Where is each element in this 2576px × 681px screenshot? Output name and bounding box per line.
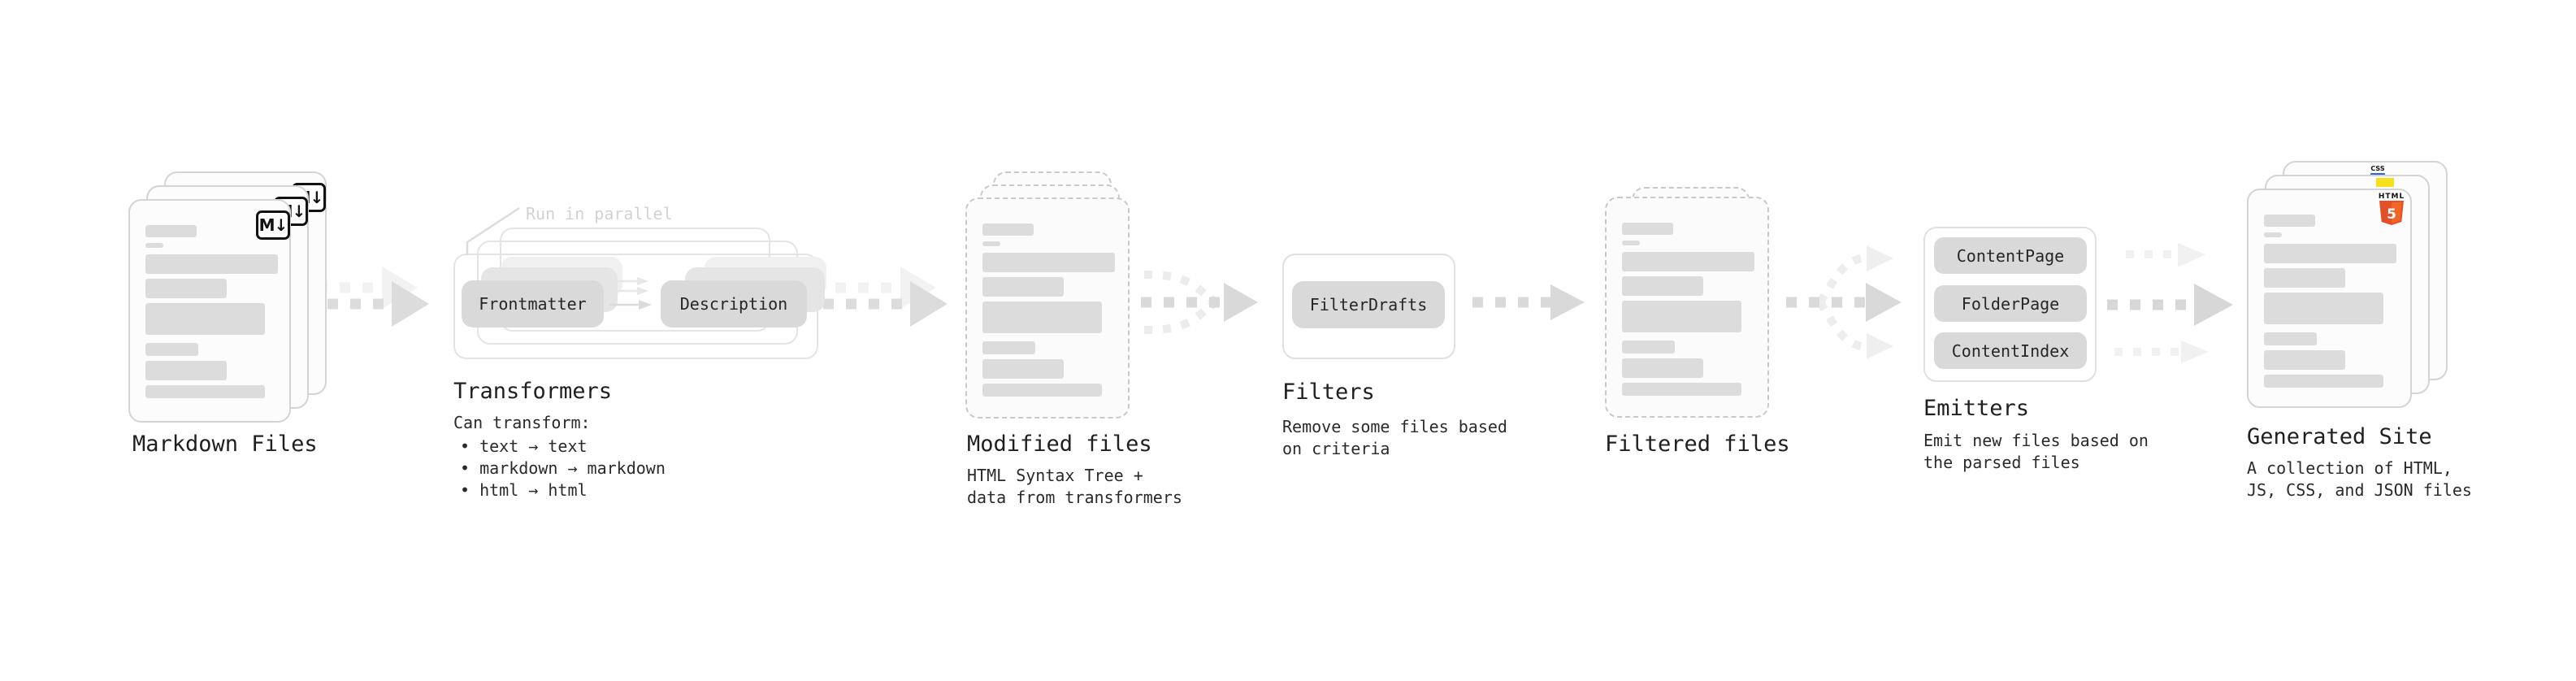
text-line [982, 384, 1102, 397]
emitters-caption: Emit new files based on the parsed files [1923, 431, 2149, 472]
transformers-caption-title: Can transform: [453, 413, 591, 432]
text-line [1622, 223, 1673, 235]
svg-text:5: 5 [2387, 206, 2396, 223]
text-line [982, 301, 1102, 333]
doc-text-lines [1607, 198, 1767, 416]
filters-caption: Remove some files based on criteria [1282, 417, 1507, 458]
javascript-icon [2376, 178, 2394, 187]
filtered-file-card-front [1605, 197, 1769, 418]
frontmatter-to-description-arrows [609, 277, 652, 310]
arrow-filters-to-filtered [1472, 284, 1585, 320]
filterdrafts-pill: FilterDrafts [1292, 281, 1445, 328]
text-line [1622, 383, 1741, 396]
markdown-icon: M↓ [256, 210, 290, 240]
transformers-bullet: • html → html [460, 480, 588, 500]
modified-file-card-front [965, 197, 1130, 419]
generated-file-card-front: HTML 5 [2247, 189, 2412, 408]
text-line [145, 361, 227, 380]
modified-files-caption: HTML Syntax Tree + data from transformer… [967, 466, 1182, 507]
transformers-bullet: • markdown → markdown [460, 458, 666, 478]
folderpage-pill: FolderPage [1934, 285, 2087, 322]
stage-label-markdown-files: Markdown Files [132, 432, 318, 457]
text-line [145, 385, 265, 398]
text-line [1622, 301, 1741, 332]
run-in-parallel-callout-line [466, 206, 520, 255]
arrows-emitters-to-generated [2107, 243, 2233, 363]
text-line [2264, 215, 2315, 227]
text-line [1622, 276, 1703, 296]
text-line [145, 254, 278, 274]
stage-label-emitters: Emitters [1923, 396, 2030, 421]
text-line [982, 277, 1064, 297]
stage-label-generated-site: Generated Site [2247, 424, 2432, 449]
text-line [2264, 350, 2345, 370]
contentpage-pill: ContentPage [1934, 237, 2087, 274]
text-line [2264, 332, 2317, 345]
text-line [982, 241, 1000, 246]
doc-text-lines [130, 201, 289, 421]
text-line [145, 243, 163, 248]
frontmatter-pill: Frontmatter [462, 280, 604, 327]
text-line [982, 223, 1034, 236]
text-line [982, 359, 1064, 379]
contentindex-pill: ContentIndex [1934, 332, 2087, 369]
html5-shield-icon: 5 [2379, 201, 2404, 225]
text-line [2264, 293, 2383, 324]
doc-text-lines [967, 199, 1128, 417]
arrow-transformers-to-modified [823, 267, 948, 327]
text-line [2264, 375, 2383, 388]
stage-label-transformers: Transformers [453, 379, 613, 404]
arrow-merge-modified-to-filters [1141, 271, 1258, 334]
generated-site-caption: A collection of HTML, JS, CSS, and JSON … [2247, 458, 2472, 500]
doc-text-lines [2249, 190, 2410, 406]
arrow-markdown-to-transformers [305, 267, 429, 327]
text-line [2264, 232, 2282, 237]
text-line [145, 279, 227, 298]
text-line [2264, 244, 2396, 263]
text-line [982, 341, 1035, 354]
markdown-file-card-front: M↓ [128, 199, 291, 423]
html5-icon: HTML 5 [2377, 193, 2406, 228]
text-line [145, 303, 265, 335]
text-line [145, 343, 198, 356]
arrow-fanout-filtered-to-emitters [1786, 245, 1902, 359]
text-line [145, 225, 197, 237]
text-line [1622, 241, 1640, 245]
text-line [1622, 252, 1754, 271]
text-line [1622, 340, 1675, 354]
transformers-bullet: • text → text [460, 436, 588, 456]
run-in-parallel-annotation: Run in parallel [526, 204, 673, 223]
text-line [982, 253, 1115, 272]
stage-label-filters: Filters [1282, 380, 1375, 405]
text-line [1622, 358, 1703, 378]
description-pill: Description [661, 280, 807, 327]
text-line [2264, 268, 2345, 288]
stage-label-modified-files: Modified files [967, 432, 1152, 457]
stage-label-filtered-files: Filtered files [1605, 432, 1790, 457]
